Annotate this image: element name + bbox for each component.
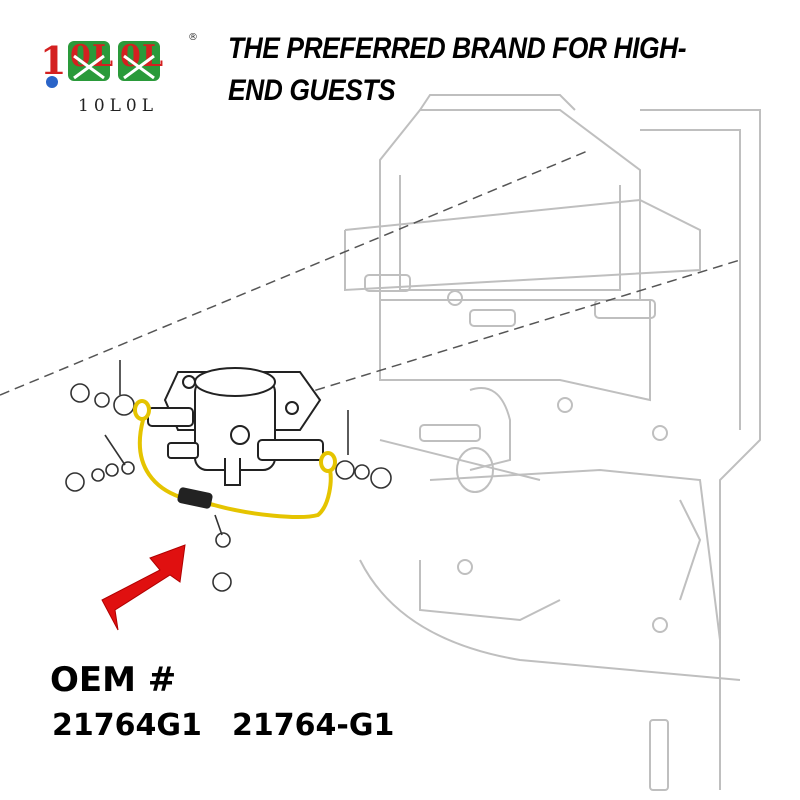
highlighted-jumper-wire	[133, 399, 337, 519]
red-arrow-indicator	[101, 544, 186, 631]
hardware-nuts-washers	[65, 360, 392, 592]
brand-logo: 1 0 L 0 L ®	[40, 32, 198, 88]
globe-icon	[46, 76, 58, 88]
brand-tagline: THE PREFERRED BRAND FOR HIGH-END GUESTS	[228, 32, 687, 107]
oem-title: OEM #	[50, 660, 177, 700]
part-number: 21764G1	[52, 708, 202, 743]
leader-lines	[0, 149, 741, 396]
svg-text:1: 1	[40, 38, 66, 83]
svg-text:®: ®	[188, 32, 198, 43]
background-frame-drawing	[344, 94, 761, 791]
inline-fuse	[177, 487, 213, 509]
solenoid-body	[147, 367, 324, 486]
part-number: 21764-G1	[232, 708, 395, 743]
logo-caption: 10L0L	[78, 96, 159, 116]
